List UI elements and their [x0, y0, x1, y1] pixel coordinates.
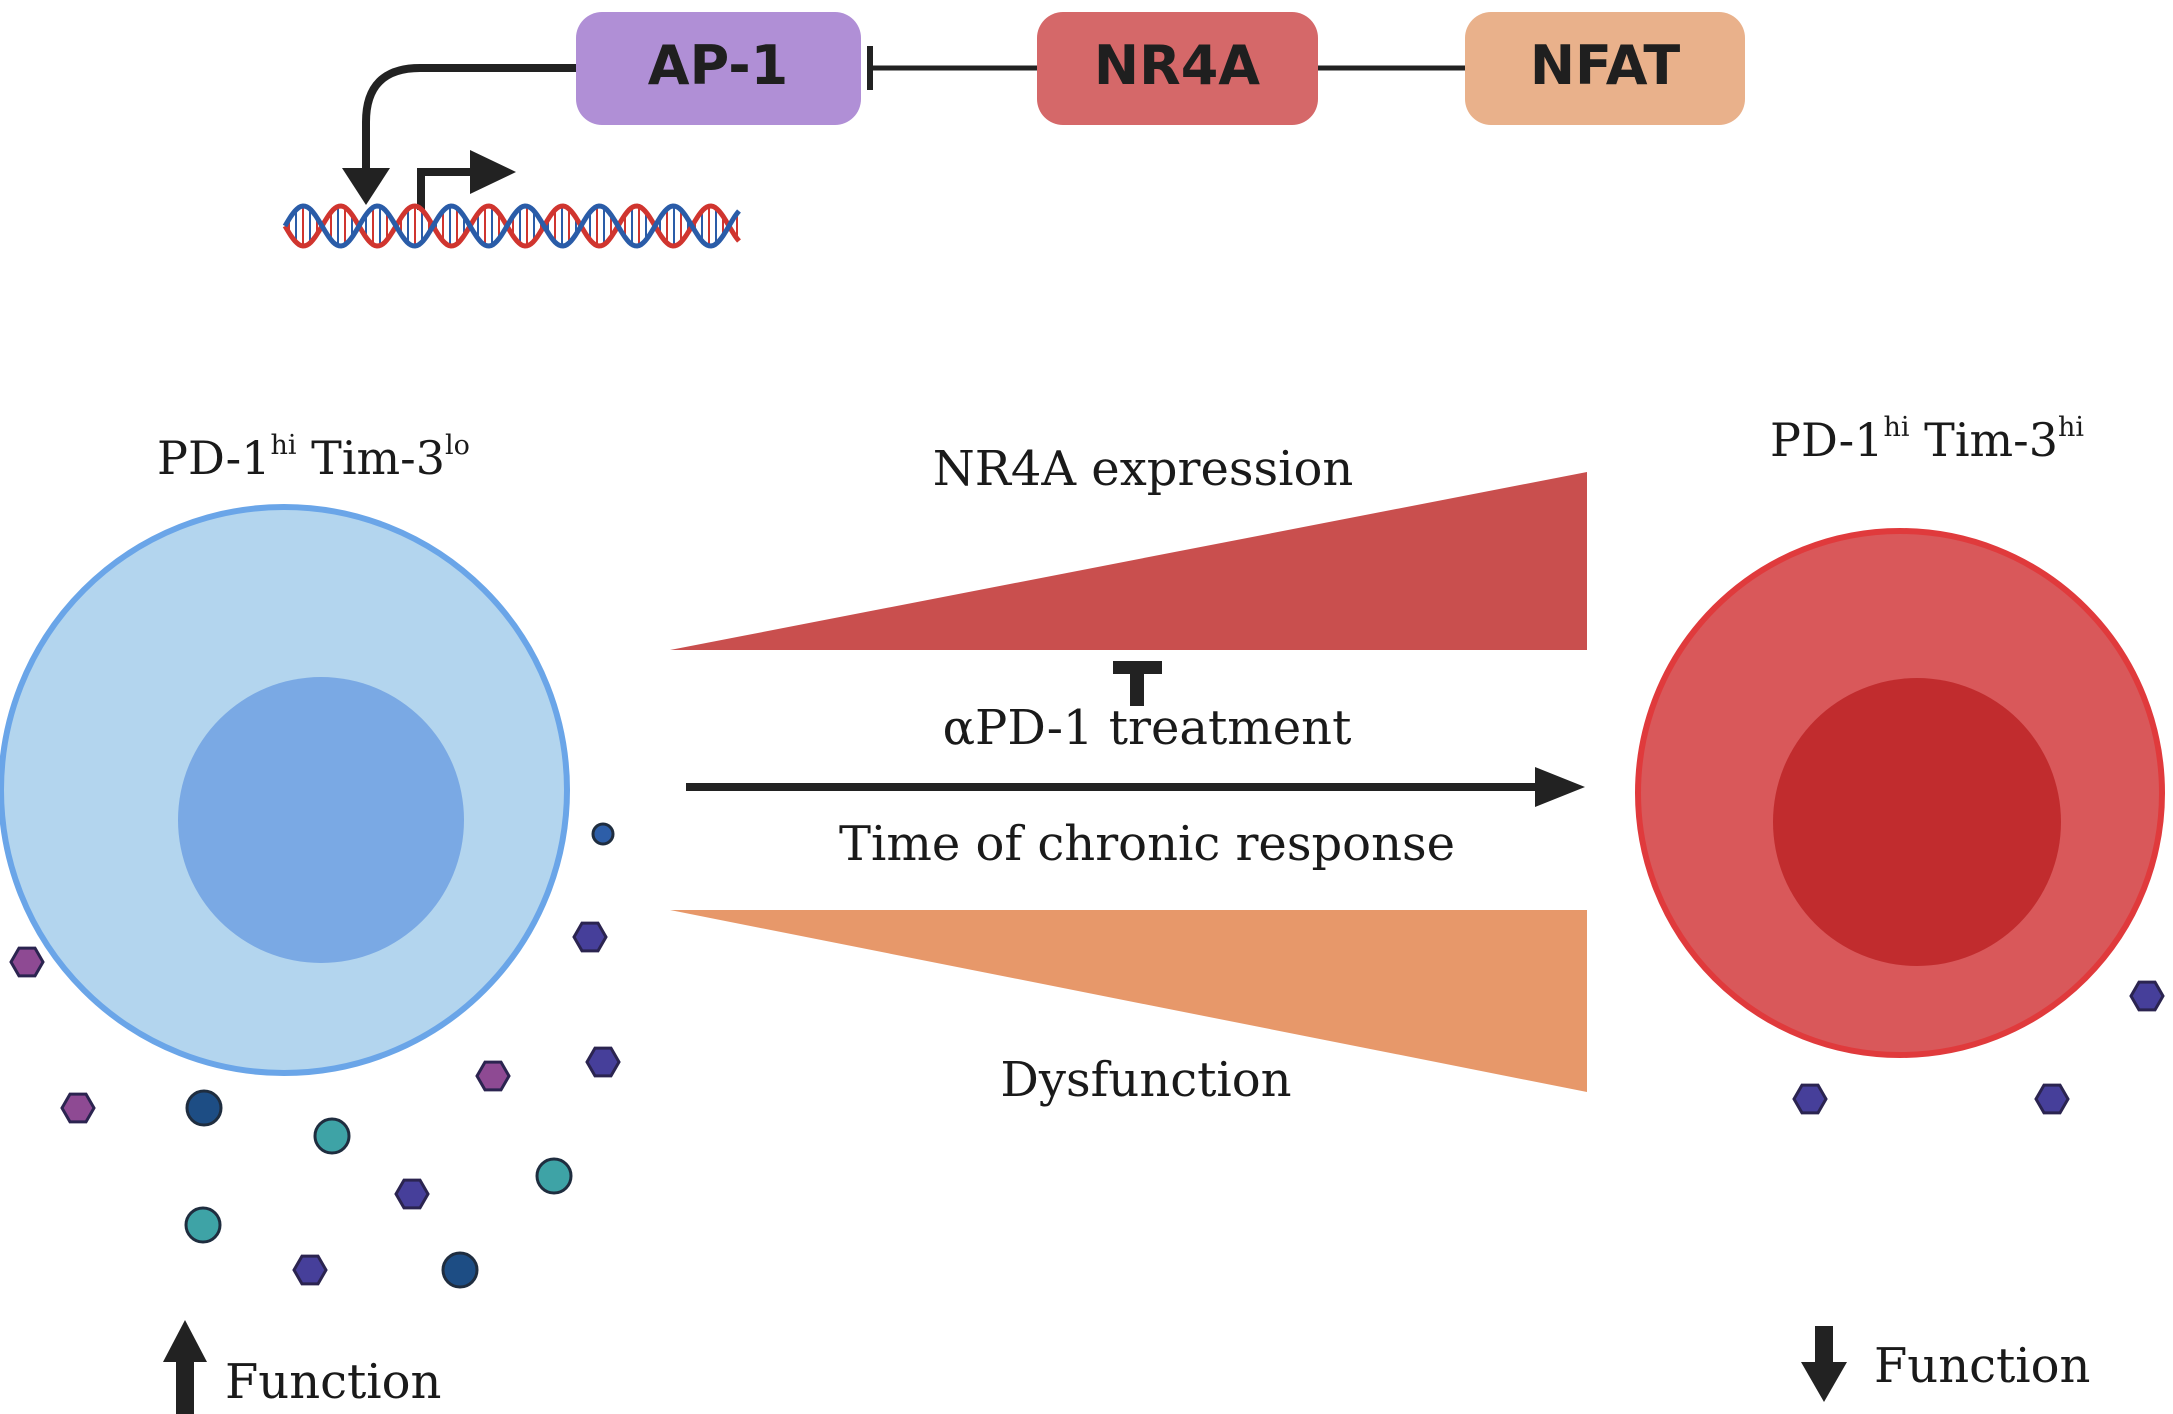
indigo-hexagon-icon [292, 1254, 328, 1286]
teal-circle-icon [184, 1206, 222, 1244]
dysfunction-label: Dysfunction [1000, 1052, 1291, 1108]
left-cell-group: PD-1hi Tim-3lo [0, 430, 570, 1076]
nr4a-expression-wedge [670, 472, 1587, 650]
purple-hexagon-icon [60, 1092, 96, 1124]
indigo-hexagon-icon [572, 921, 608, 953]
down-arrow-icon [1801, 1362, 1847, 1402]
teal-circle-icon [535, 1157, 573, 1195]
indigo-hexagon-icon [585, 1046, 621, 1078]
dna-strand-blue [282, 203, 741, 249]
nr4a-expression-label: NR4A expression [933, 441, 1354, 497]
up-arrow-icon [163, 1320, 207, 1362]
time-arrow-head [1535, 767, 1585, 807]
ap1-label: AP-1 [648, 34, 788, 97]
right-cell-nucleus [1773, 678, 2061, 966]
small-blue-dot-icon [591, 822, 615, 846]
left-cell-label: PD-1hi Tim-3lo [157, 430, 470, 485]
transcription-arrow-head [470, 150, 516, 194]
left-cell-nucleus [178, 677, 464, 963]
indigo-hexagon-icon [394, 1178, 430, 1210]
dysfunction-wedge [670, 910, 1587, 1092]
nr4a-label: NR4A [1094, 34, 1260, 97]
left-function-label: Function [225, 1354, 441, 1410]
left-function-group: Function [163, 1320, 441, 1414]
nr4a-box [1037, 12, 1318, 125]
navy-circle-icon [185, 1089, 223, 1127]
nfat-box [1465, 12, 1745, 125]
treatment-label: αPD-1 treatment [943, 700, 1352, 756]
pathway-group: AP-1 NR4A NFAT [282, 12, 1745, 249]
indigo-hexagon-icon [2129, 980, 2165, 1012]
ap1-box [576, 12, 861, 125]
indigo-hexagon-icon [1792, 1083, 1828, 1115]
transcription-start-arrow [417, 168, 475, 210]
indigo-hexagon-icon [2034, 1083, 2070, 1115]
ap1-arrow-head [342, 168, 390, 205]
down-arrow-shaft [1815, 1326, 1833, 1370]
right-function-group: Function [1801, 1326, 2090, 1402]
dna-strand-red [282, 203, 741, 249]
time-label: Time of chronic response [839, 816, 1455, 872]
purple-hexagon-icon [475, 1060, 511, 1092]
middle-group: NR4A expression αPD-1 treatment Time of … [670, 441, 1587, 1108]
nfat-label: NFAT [1530, 34, 1680, 97]
right-cell-label: PD-1hi Tim-3hi [1770, 412, 2084, 467]
ap1-to-dna-arrow [362, 64, 576, 172]
dna-helix-icon [282, 203, 741, 249]
up-arrow-shaft [176, 1358, 194, 1414]
secreted-molecules [9, 822, 2165, 1289]
right-function-label: Function [1874, 1338, 2090, 1394]
teal-circle-icon [313, 1117, 351, 1155]
right-cell-group: PD-1hi Tim-3hi [1635, 412, 2165, 1058]
treatment-inhibition-stem [1130, 670, 1144, 706]
purple-hexagon-icon [9, 946, 45, 978]
navy-circle-icon [441, 1251, 479, 1289]
treatment-inhibition-bar [1113, 661, 1162, 674]
